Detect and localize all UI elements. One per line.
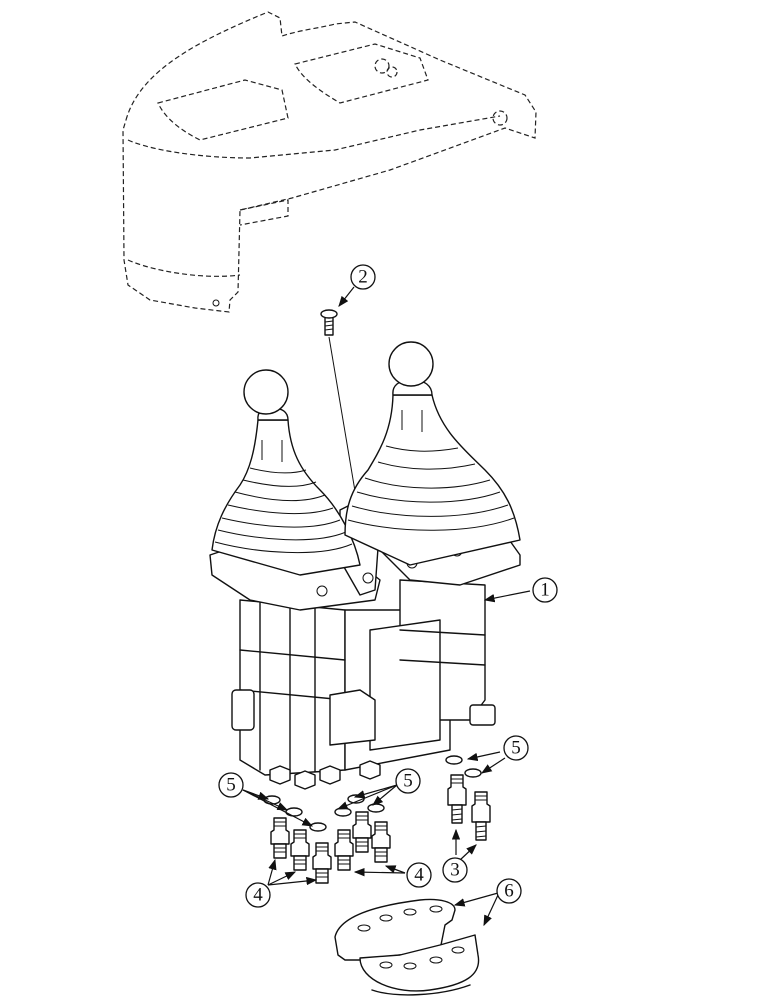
- svg-text:5: 5: [511, 738, 521, 759]
- svg-text:1: 1: [540, 580, 550, 601]
- callout-3: 3: [442, 857, 468, 883]
- svg-text:4: 4: [253, 885, 263, 906]
- elbow-fittings: [447, 774, 491, 841]
- callout-4-left: 4: [245, 882, 271, 908]
- svg-text:4: 4: [414, 865, 424, 886]
- svg-text:6: 6: [504, 881, 514, 902]
- svg-text:2: 2: [358, 267, 368, 288]
- callout-4-right: 4: [406, 862, 432, 888]
- leader-lines: [242, 286, 531, 927]
- svg-text:5: 5: [403, 771, 413, 792]
- straight-fittings: [270, 811, 391, 884]
- callout-6: 6: [496, 878, 522, 904]
- svg-text:3: 3: [450, 860, 460, 881]
- callout-2: 2: [350, 264, 376, 290]
- callout-5-right: 5: [503, 735, 529, 761]
- grommet-halves: [334, 898, 480, 996]
- svg-text:5: 5: [226, 775, 236, 796]
- joystick-valve-assembly: [209, 341, 521, 790]
- callout-1: 1: [532, 577, 558, 603]
- console-cover: [122, 11, 537, 313]
- port-nuts: [269, 760, 381, 790]
- callout-5-left: 5: [218, 772, 244, 798]
- callout-5-center: 5: [395, 768, 421, 794]
